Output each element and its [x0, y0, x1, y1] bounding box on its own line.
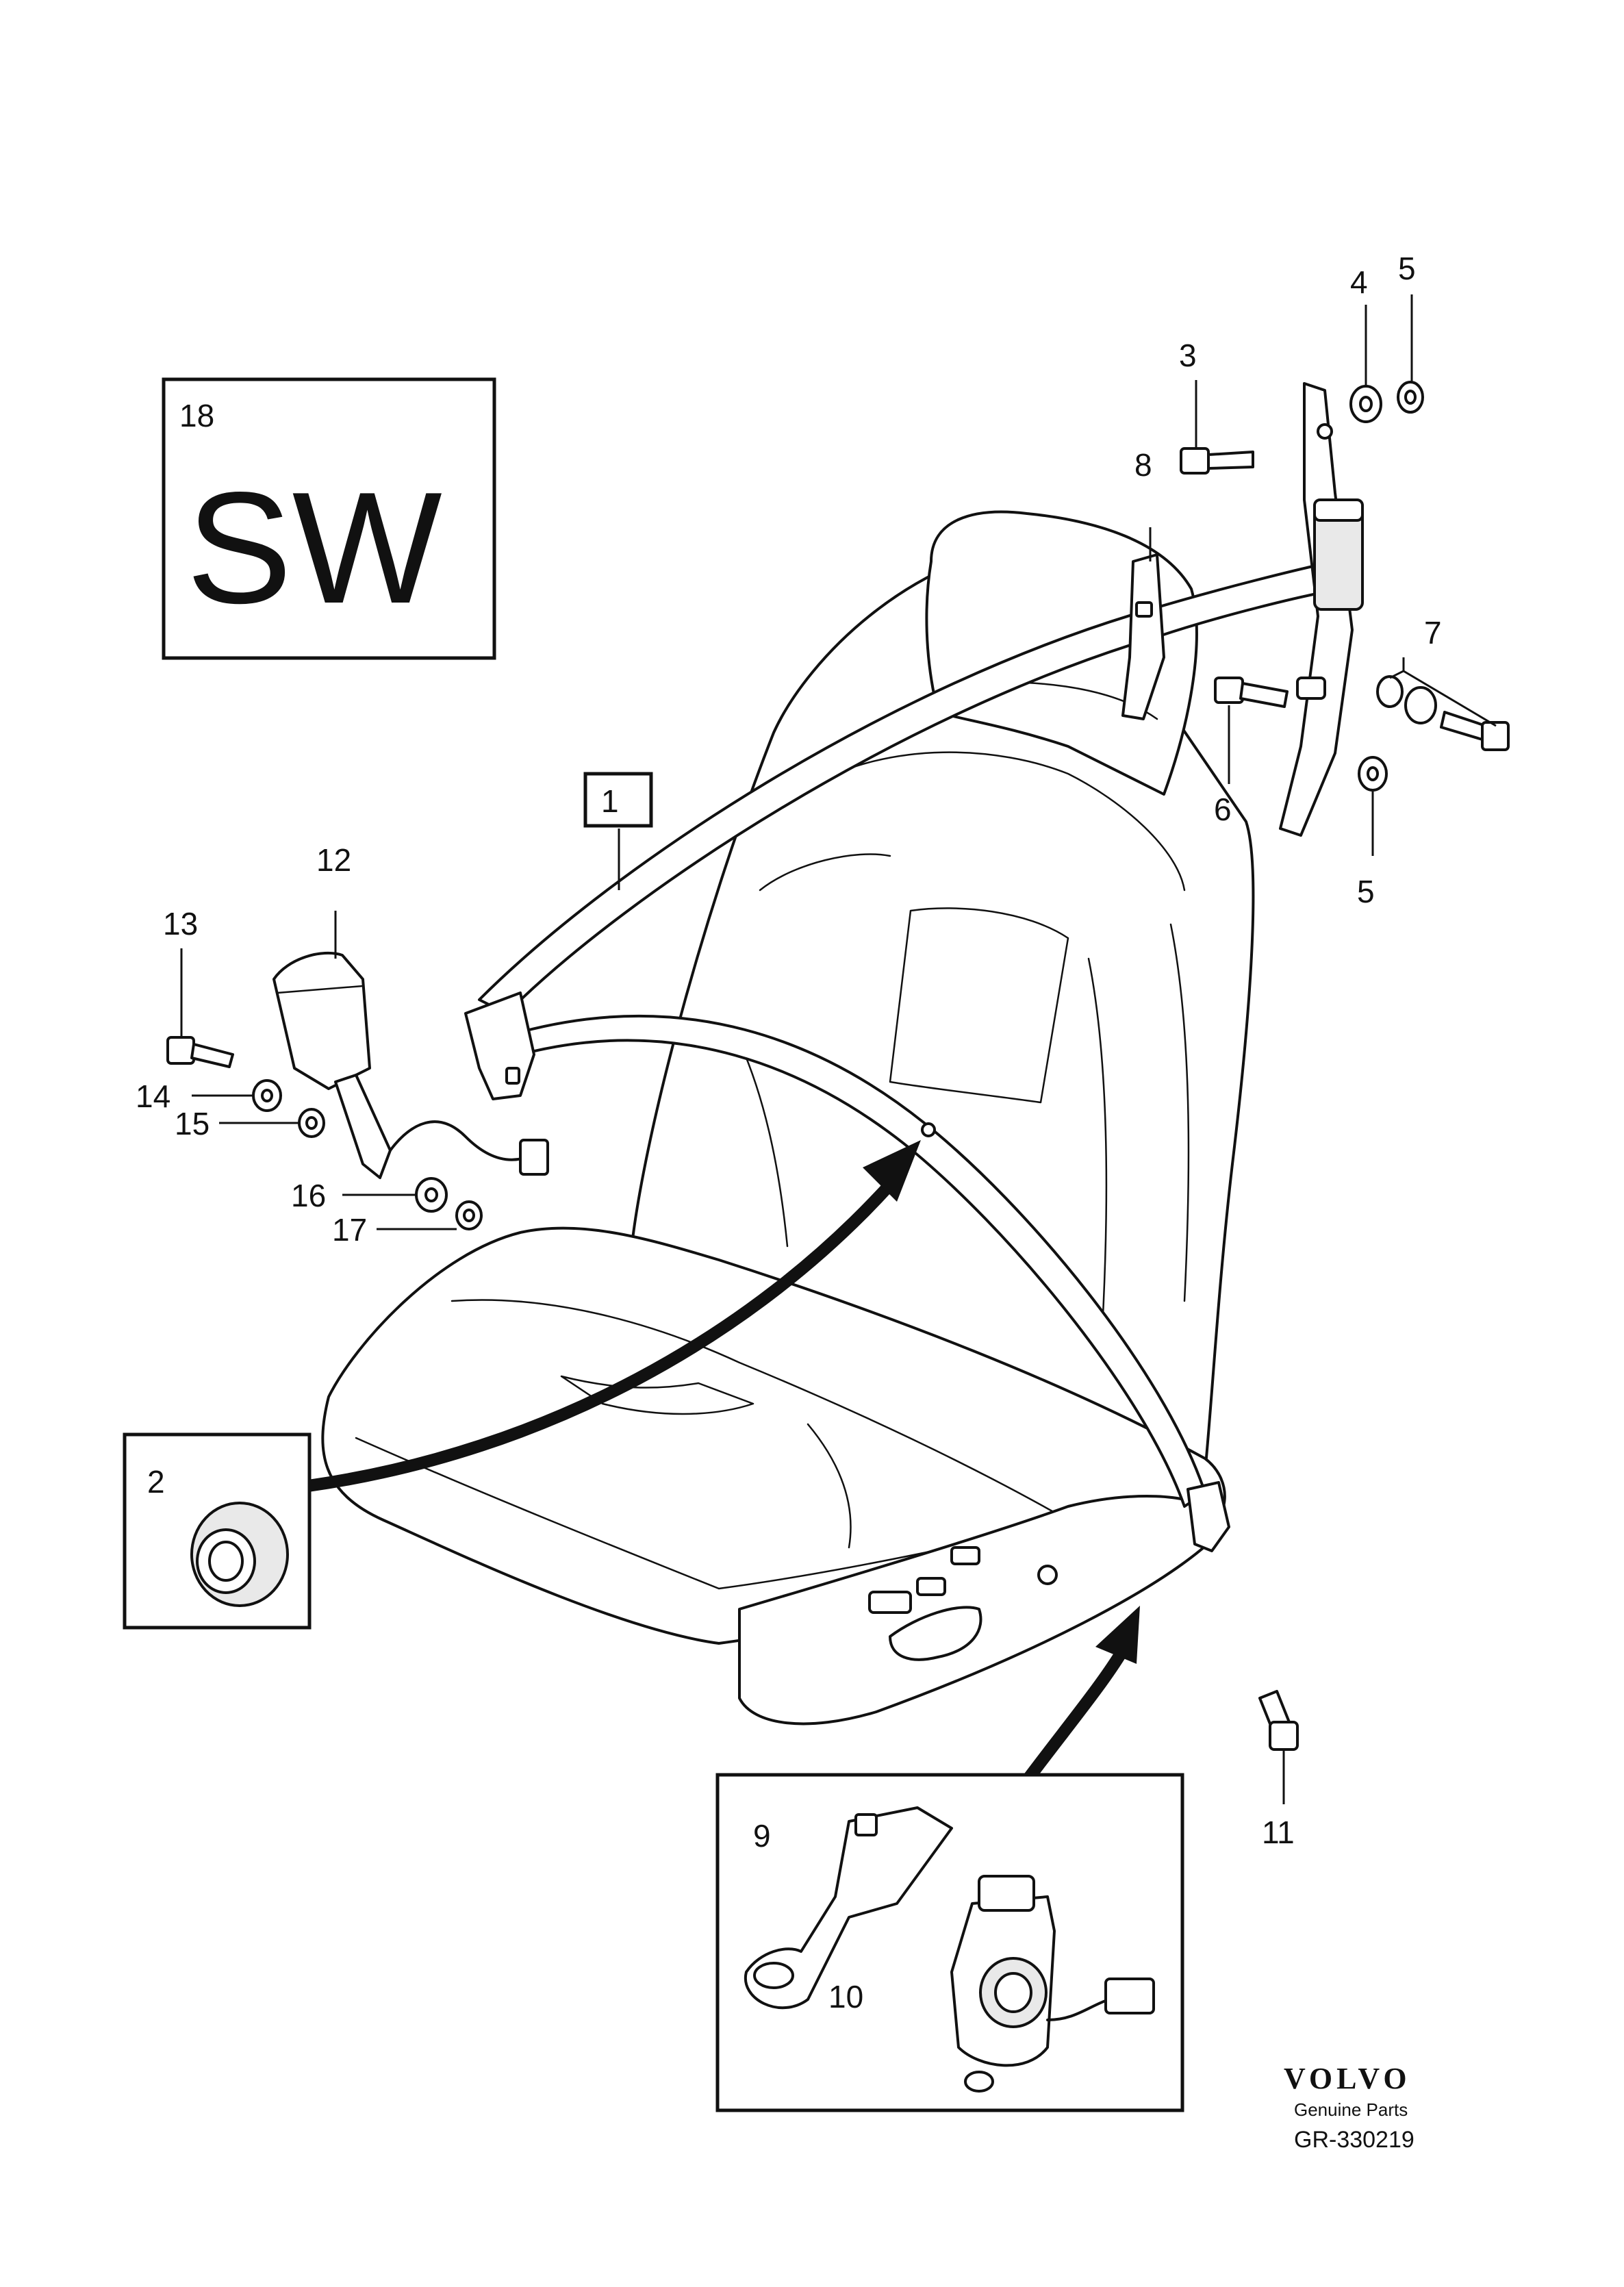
callout-15: 15	[175, 1106, 210, 1141]
seat-illustration	[321, 510, 1255, 1726]
seat-adjust-knob-icon	[889, 1606, 982, 1661]
bolt-set-7	[1376, 675, 1510, 751]
callout-7: 7	[1424, 615, 1442, 650]
callout-17: 17	[332, 1212, 367, 1248]
callout-13: 13	[163, 906, 198, 942]
belt-anchor-plate-left-icon	[464, 991, 535, 1100]
callout-8: 8	[1134, 447, 1152, 483]
buckle-connector-icon	[519, 1139, 549, 1176]
seat-switch-2-icon	[916, 1577, 946, 1596]
washer-15	[298, 1108, 325, 1138]
callout-4: 4	[1350, 264, 1368, 300]
callout-12: 12	[316, 842, 351, 878]
sensor-10-icon	[950, 1875, 1155, 2093]
washer-17	[455, 1200, 483, 1230]
seat-switch-1-icon	[868, 1591, 912, 1614]
bolt-6	[1214, 677, 1289, 708]
belt-retractor-assembly	[1279, 382, 1364, 837]
washer-14	[252, 1079, 282, 1112]
seat-switch-3-icon	[950, 1546, 980, 1565]
code-box-code: SW	[186, 459, 442, 637]
callout-16: 16	[291, 1178, 326, 1213]
callout-labels: 1 2 3 4 5 5 6 7 8 9 10 11 12 13 14 15 16…	[136, 251, 1442, 2014]
callout-10: 10	[828, 1979, 863, 2014]
washer-5-bottom	[1358, 756, 1388, 792]
code-box-number: 18	[179, 398, 214, 433]
leader-lines	[180, 294, 1497, 1997]
brand-block: VOLVO Genuine Parts GR-330219	[1284, 2062, 1414, 2153]
callout-3: 3	[1179, 338, 1197, 373]
volvo-logo: VOLVO	[1284, 2062, 1411, 2095]
washer-16	[415, 1177, 448, 1213]
belt-guide-clip-icon	[921, 1122, 936, 1137]
callout-6: 6	[1214, 792, 1232, 827]
inset-box-parts-9-10	[715, 1773, 1184, 2112]
callout-2: 2	[147, 1464, 165, 1500]
belt-guide-8	[1121, 553, 1165, 720]
callout-box-1	[583, 772, 653, 828]
washer-4	[1349, 385, 1382, 423]
seat-mount-hole-icon	[1037, 1565, 1058, 1585]
diagram-reference: GR-330219	[1294, 2127, 1414, 2153]
callout-1: 1	[601, 783, 619, 819]
bolt-11	[1258, 1690, 1299, 1751]
brand-tagline: Genuine Parts	[1294, 2099, 1408, 2120]
bolt-13	[166, 1036, 234, 1068]
callout-9: 9	[753, 1818, 771, 1854]
pointer-arrows	[302, 1140, 1140, 1786]
code-box-18	[162, 377, 496, 660]
callout-5-top: 5	[1398, 251, 1416, 286]
callout-14: 14	[136, 1078, 170, 1114]
callout-11: 11	[1262, 1815, 1295, 1850]
sensor-bracket-9-icon	[744, 1806, 953, 2010]
belt-buckle-12	[272, 951, 549, 1179]
washer-5-top	[1397, 381, 1424, 414]
grommet-2-icon	[190, 1502, 289, 1607]
belt-anchor-plate-right-icon	[1187, 1481, 1230, 1552]
callout-5-bottom: 5	[1357, 874, 1375, 909]
bolt-3	[1180, 447, 1254, 475]
